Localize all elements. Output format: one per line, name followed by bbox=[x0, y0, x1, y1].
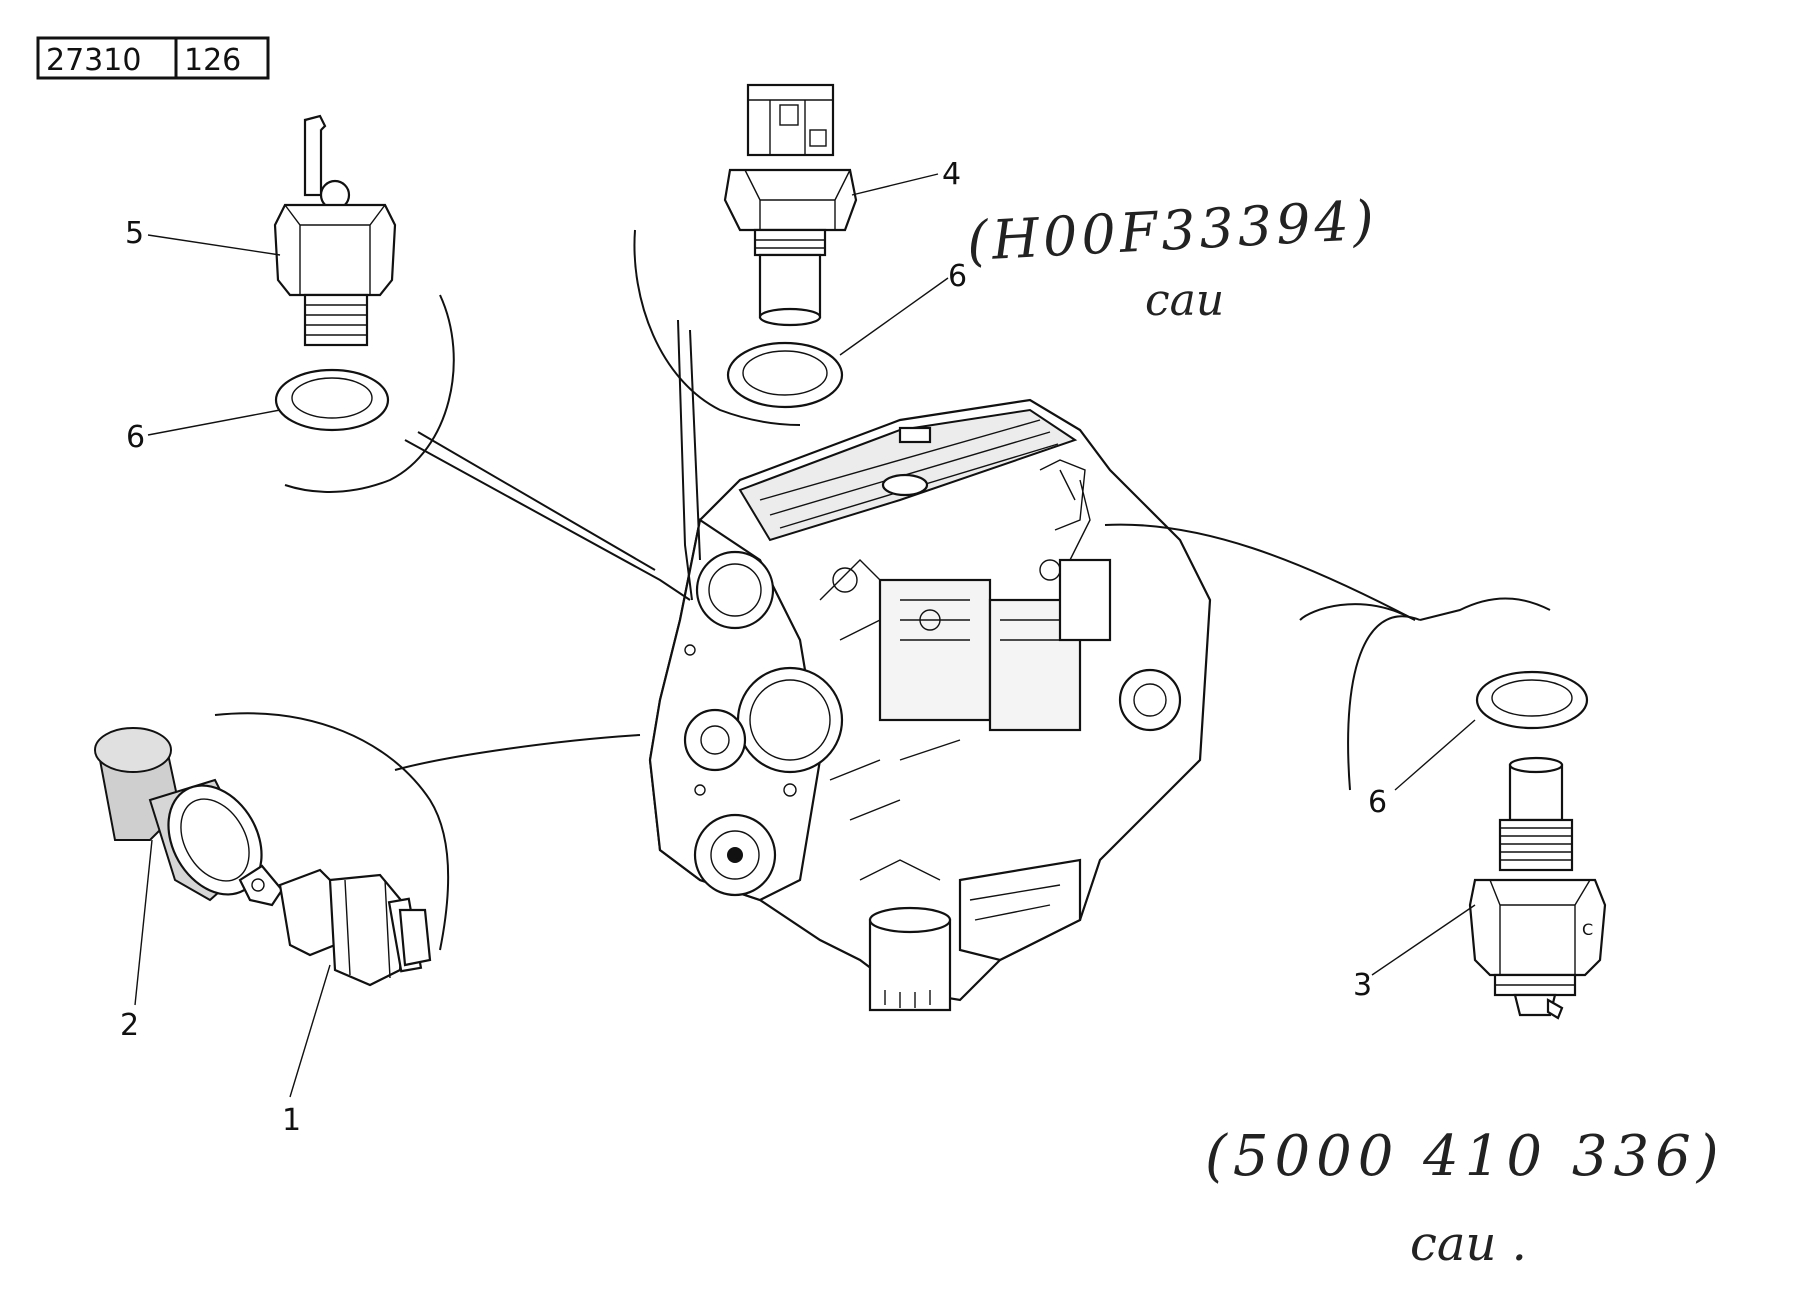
handwritten-part-number-bottom: (5000 410 336) bbox=[1205, 1124, 1725, 1189]
callout-2: 2 bbox=[120, 1008, 139, 1043]
callout-4: 4 bbox=[942, 157, 961, 192]
svg-text:C: C bbox=[1582, 920, 1593, 939]
reference-page: 126 bbox=[184, 43, 241, 78]
cup-part-2 bbox=[94, 727, 263, 902]
callout-1: 1 bbox=[282, 1103, 301, 1138]
callout-leaders bbox=[134, 173, 1476, 1098]
handwritten-note-bottom: cau . bbox=[1410, 1216, 1527, 1272]
engine-assembly bbox=[648, 398, 1212, 1012]
callout-3: 3 bbox=[1353, 968, 1372, 1003]
handwritten-note-top: cau bbox=[1145, 275, 1224, 326]
grouping-arcs bbox=[214, 229, 1551, 951]
switch-part-1 bbox=[238, 864, 432, 987]
sensor-part-3: C bbox=[1468, 756, 1607, 1020]
reference-code: 27310 bbox=[46, 43, 141, 78]
callout-6-right: 6 bbox=[1368, 785, 1387, 820]
washer-part-6-left bbox=[274, 368, 390, 432]
washer-part-6-center bbox=[726, 341, 844, 409]
sensor-part-5 bbox=[273, 114, 397, 347]
sensor-part-4 bbox=[723, 83, 858, 327]
callout-6-center: 6 bbox=[948, 259, 967, 294]
callout-numbers: 5 6 4 6 6 3 2 1 bbox=[120, 157, 1387, 1138]
reference-box: 27310 126 bbox=[36, 36, 270, 80]
callout-5: 5 bbox=[125, 216, 144, 251]
callout-6-left: 6 bbox=[126, 420, 145, 455]
handwritten-part-number-top: (H00F33394) bbox=[965, 189, 1379, 273]
washer-part-6-right bbox=[1475, 670, 1589, 730]
